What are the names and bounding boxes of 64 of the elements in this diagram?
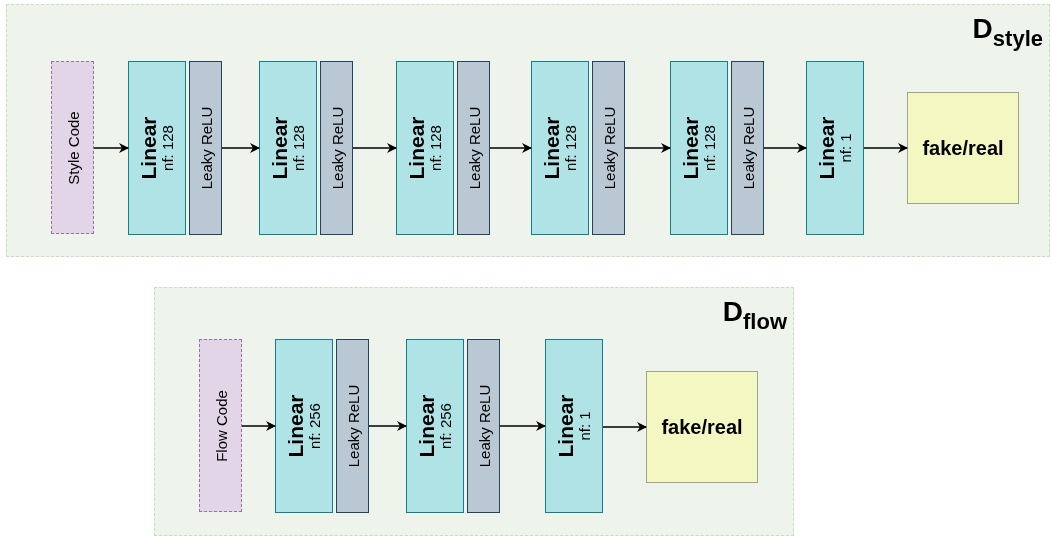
layer-size: nf: 128 [428, 125, 444, 171]
arrow [624, 143, 671, 153]
linear-layer-box [259, 61, 317, 235]
activation-name: Leaky ReLU [475, 384, 492, 468]
layer-name: Linear [269, 116, 292, 180]
activation-box [457, 61, 490, 235]
activation-box [592, 61, 625, 235]
linear-layer-box [275, 339, 333, 513]
linear-layer-box [531, 61, 589, 235]
layer-size: nf: 256 [438, 403, 454, 449]
layer-size: nf: 1 [577, 411, 593, 441]
network-panel [6, 4, 1050, 257]
arrow [489, 143, 532, 153]
linear-layer-box [406, 339, 464, 513]
layer-name: Linear [541, 116, 564, 180]
input-label: Style Code [64, 110, 81, 185]
panel-title: D$_{style}$ [972, 13, 1043, 52]
layer-name: Linear [406, 116, 429, 180]
layer-name: Linear [680, 116, 703, 180]
input-label: Flow Code [212, 389, 229, 462]
output-box [907, 92, 1019, 204]
activation-box [320, 61, 353, 235]
activation-box [189, 61, 222, 235]
output-label: fake/real [922, 136, 1004, 160]
linear-layer-box [545, 339, 603, 513]
input-box [51, 61, 94, 234]
arrow [352, 143, 397, 153]
activation-name: Leaky ReLU [197, 106, 214, 190]
arrow [602, 422, 647, 432]
linear-layer-box [670, 61, 728, 235]
linear-layer-box [396, 61, 454, 235]
output-box [646, 371, 758, 483]
layer-size: nf: 256 [307, 403, 323, 449]
activation-name: Leaky ReLU [600, 106, 617, 190]
layer-size: nf: 1 [838, 133, 854, 163]
activation-name: Leaky ReLU [465, 106, 482, 190]
output-label: fake/real [661, 415, 743, 439]
activation-box [336, 339, 369, 513]
activation-name: Leaky ReLU [344, 384, 361, 468]
activation-box [731, 61, 764, 235]
layer-size: nf: 128 [160, 125, 176, 171]
arrow [763, 143, 807, 153]
layer-name: Linear [816, 116, 839, 180]
layer-name: Linear [285, 394, 308, 458]
layer-size: nf: 128 [563, 125, 579, 171]
arrow [241, 421, 276, 431]
activation-name: Leaky ReLU [328, 106, 345, 190]
arrow [499, 421, 546, 431]
layer-size: nf: 128 [291, 125, 307, 171]
arrow [221, 143, 260, 153]
network-panel [154, 287, 794, 536]
linear-layer-box [128, 61, 186, 235]
panel-title: D$_{flow}$ [722, 296, 787, 335]
layer-name: Linear [416, 394, 439, 458]
arrow [93, 143, 129, 153]
input-box [199, 339, 242, 512]
arrow [863, 143, 908, 153]
activation-box [467, 339, 500, 513]
layer-name: Linear [555, 394, 578, 458]
layer-name: Linear [138, 116, 161, 180]
layer-size: nf: 128 [702, 125, 718, 171]
linear-layer-box [806, 61, 864, 235]
arrow [368, 421, 407, 431]
activation-name: Leaky ReLU [739, 106, 756, 190]
